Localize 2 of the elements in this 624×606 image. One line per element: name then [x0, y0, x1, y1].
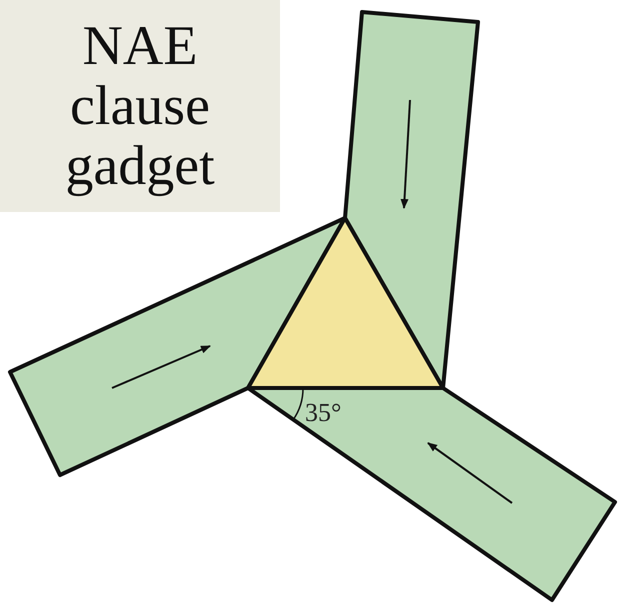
angle-label: 35° — [305, 398, 342, 428]
title: NAE clause gadget — [64, 16, 216, 196]
